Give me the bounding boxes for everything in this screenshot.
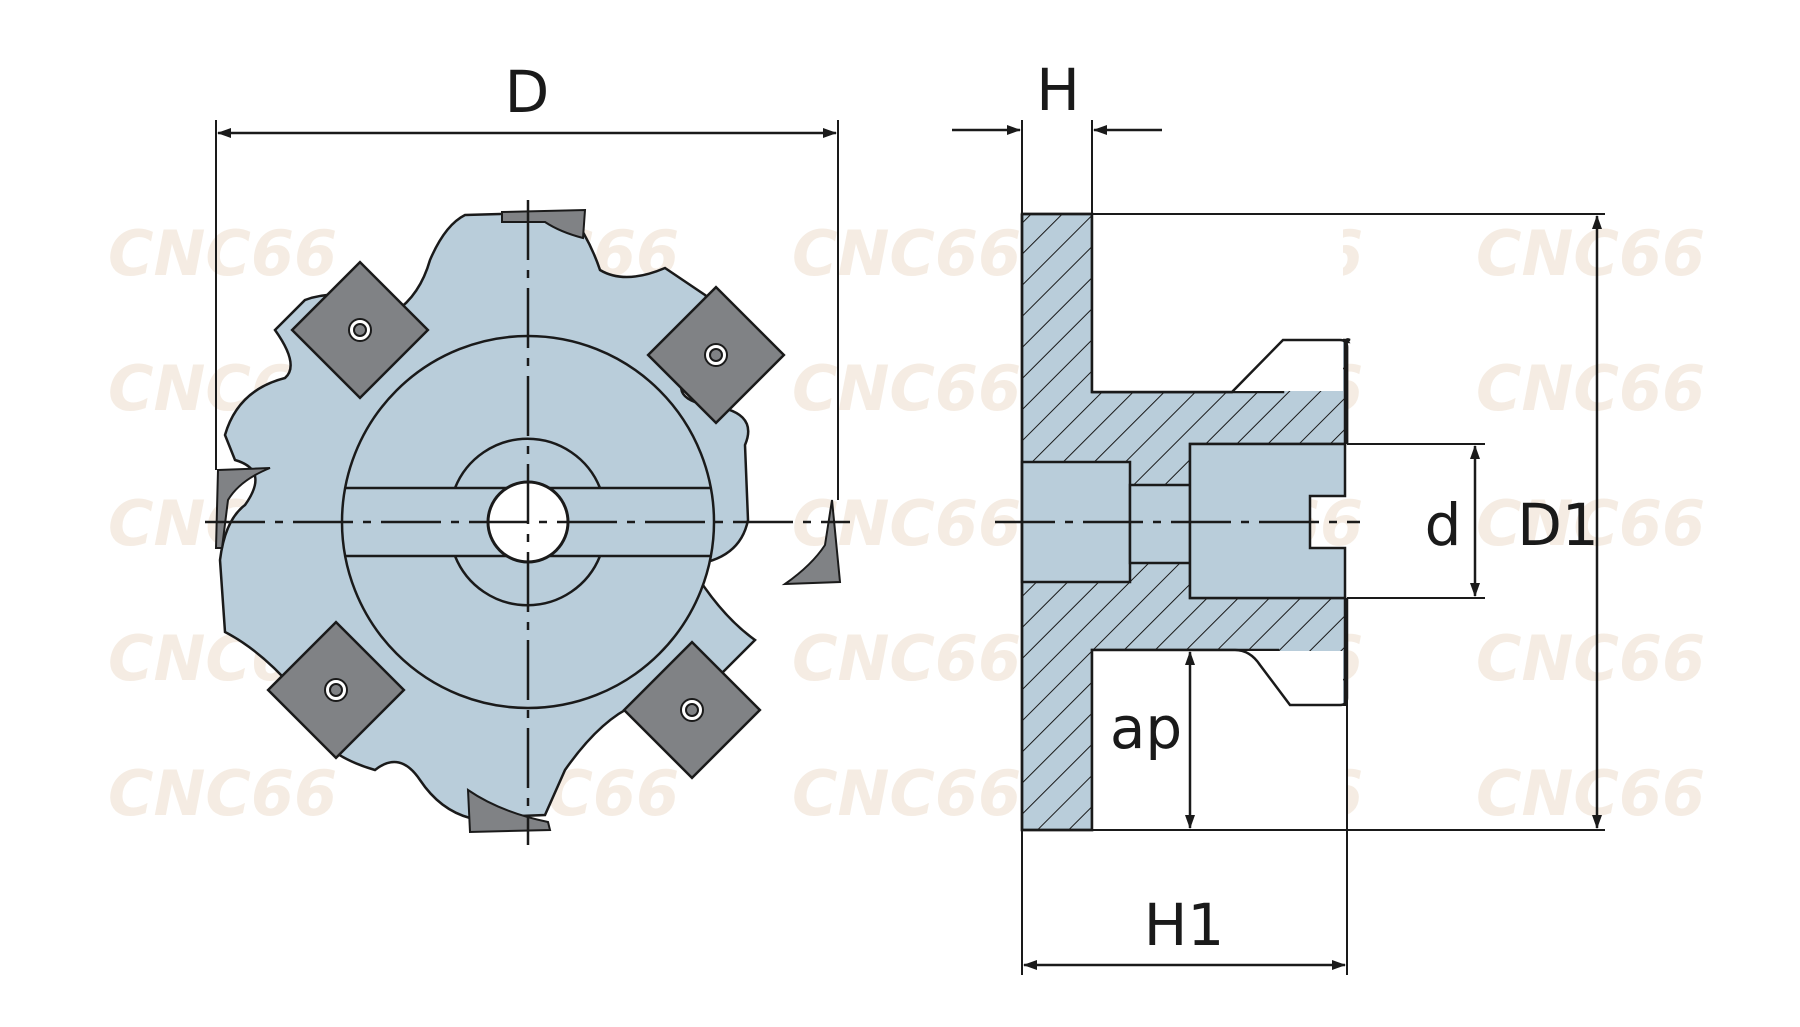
label-ap: ap: [1110, 694, 1182, 762]
label-d: d: [1425, 491, 1462, 559]
dimension-H1: H1: [1021, 598, 1348, 975]
watermark-text: CNC66: [1476, 757, 1705, 830]
dimension-ap: ap: [1110, 651, 1195, 829]
insert-edge-bottom: [466, 788, 552, 834]
watermark-text: CNC66: [792, 622, 1021, 695]
dimension-D: D: [215, 58, 839, 500]
watermark-text: CNC66: [108, 757, 337, 830]
through-bore: [1128, 483, 1192, 565]
watermark-text: CNC66: [792, 352, 1021, 425]
label-D1: D1: [1517, 491, 1599, 559]
label-H: H: [1036, 56, 1080, 124]
insert-bottom-left: [266, 620, 406, 760]
insert-edge-right: [781, 499, 842, 586]
label-D: D: [505, 58, 550, 126]
watermark-text: CNC66: [1476, 622, 1705, 695]
insert-top-right: [646, 285, 786, 425]
watermark-text: CNC66: [792, 217, 1021, 290]
watermark-text: CNC66: [792, 757, 1021, 830]
watermark-text: CNC66: [108, 217, 337, 290]
insert-edge-left: [214, 467, 271, 549]
insert-top-left: [290, 260, 430, 400]
label-H1: H1: [1144, 891, 1225, 959]
cutter-front-view: D: [205, 58, 850, 845]
dimension-H: H: [952, 56, 1162, 214]
dimension-d: d: [1347, 443, 1485, 599]
insert-bottom-right: [622, 640, 762, 780]
watermark-text: CNC66: [1476, 487, 1705, 560]
insert-edge-top: [501, 208, 587, 240]
dimension-D1: D1: [1517, 215, 1602, 829]
watermark-text: CNC66: [1476, 217, 1705, 290]
watermark-text: CNC66: [1476, 352, 1705, 425]
cutter-section-view: H d D1 ap H1: [952, 56, 1605, 975]
